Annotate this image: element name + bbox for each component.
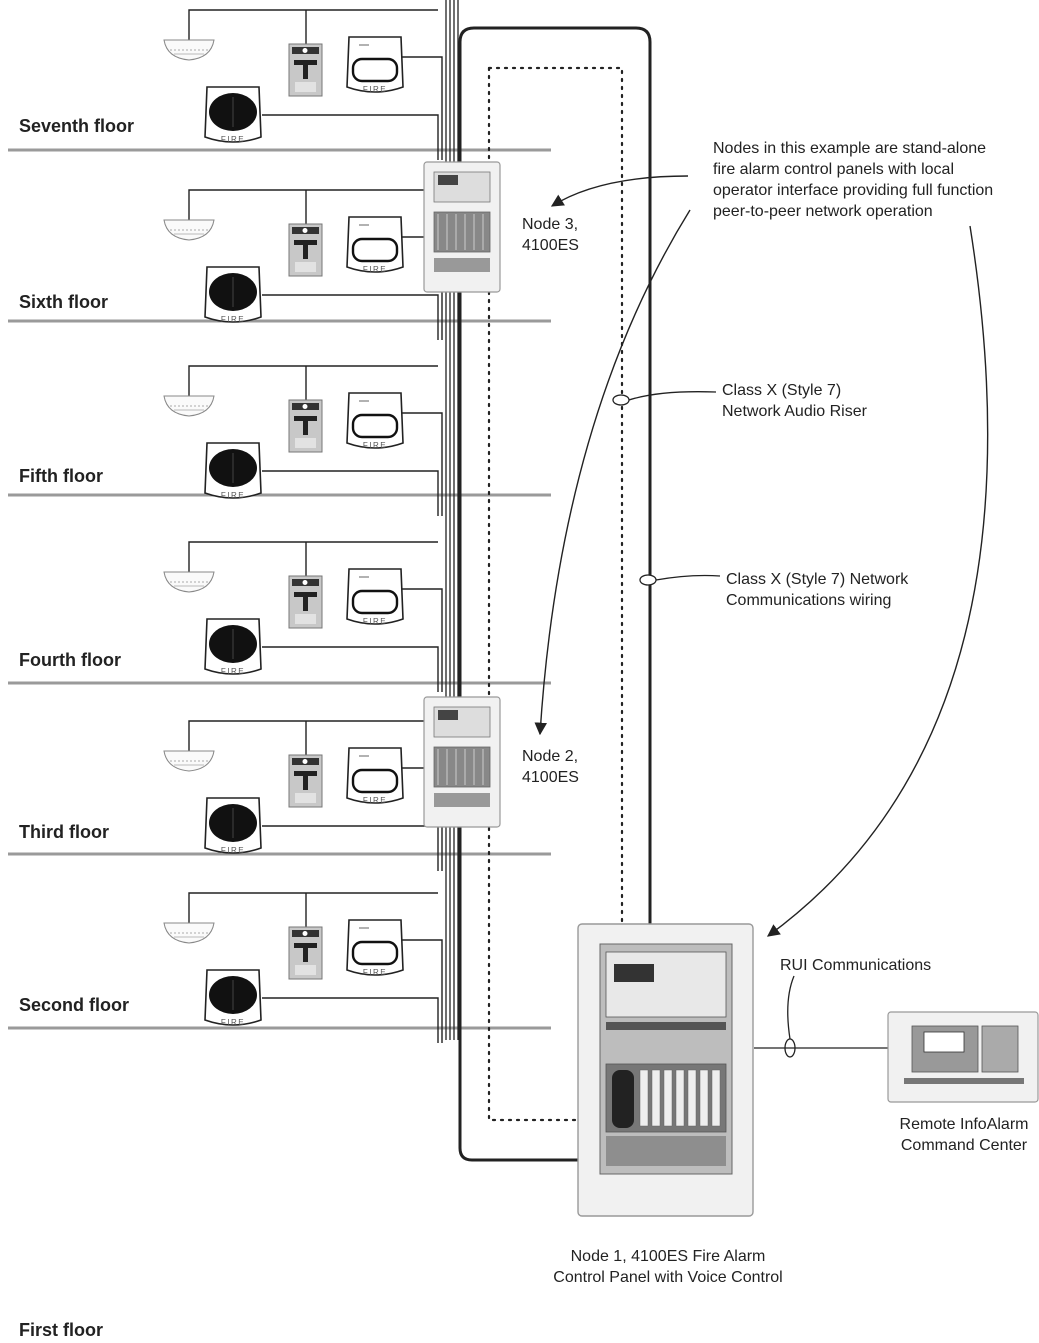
comm-loop: [458, 26, 652, 930]
smoke-detector: [163, 922, 215, 944]
strobe-light: FIRE: [204, 442, 262, 500]
fire-label: FIRE: [221, 1018, 245, 1027]
strobe-light: FIRE: [204, 969, 262, 1027]
pull-station: [288, 754, 323, 808]
floor-wiring: [188, 892, 443, 1043]
fire-label: FIRE: [221, 315, 245, 324]
audio-riser-marker: [612, 394, 630, 406]
fire-label: FIRE: [221, 667, 245, 676]
control-panels: [423, 161, 1039, 1217]
node1-label: Node 1, 4100ES Fire Alarm Control Panel …: [518, 1246, 818, 1288]
fire-label: FIRE: [363, 617, 387, 626]
floor-label-fifth: Fifth floor: [19, 466, 103, 486]
speaker-strobe: FIRE: [346, 392, 404, 450]
callout-arrows: [534, 175, 989, 1040]
speaker-strobe: FIRE: [346, 568, 404, 626]
fire-label: FIRE: [221, 135, 245, 144]
pull-station: [288, 399, 323, 453]
pull-station: [288, 43, 323, 97]
fire-label: FIRE: [221, 846, 245, 855]
node3-label-line1: Node 3,: [522, 216, 579, 233]
floor-label-third: Third floor: [19, 822, 109, 842]
speaker-strobe: FIRE: [346, 747, 404, 805]
node3-label: Node 3, 4100ES: [522, 214, 579, 256]
nodes-note-line4: peer-to-peer network operation: [713, 203, 933, 220]
nodes-note-line2: fire alarm control panels with local: [713, 161, 954, 178]
node1-label-line2: Control Panel with Voice Control: [553, 1269, 783, 1286]
node2-label-line2: 4100ES: [522, 769, 579, 786]
comm-wiring-marker: [639, 574, 657, 586]
node1-panel: [577, 923, 754, 1217]
fire-label: FIRE: [363, 796, 387, 805]
comm-wiring-label: Class X (Style 7) Network Communications…: [726, 569, 908, 611]
rui-leader: [787, 975, 795, 1040]
node1-label-line1: Node 1, 4100ES Fire Alarm: [570, 1248, 766, 1265]
audio-riser-label: Class X (Style 7) Network Audio Riser: [722, 380, 867, 422]
arrow-to-node3: [550, 175, 689, 207]
pull-station: [288, 926, 323, 980]
comm-wiring-leader: [655, 574, 721, 581]
rui-label: RUI Communications: [780, 957, 932, 974]
remote-label-line1: Remote InfoAlarm: [899, 1116, 1029, 1133]
floor-label-fourth: Fourth floor: [19, 650, 121, 670]
floor-label-second: Second floor: [19, 995, 130, 1015]
audio-riser: [487, 66, 624, 932]
speaker-strobe: FIRE: [346, 216, 404, 274]
pull-station: [288, 223, 323, 277]
fire-label: FIRE: [221, 491, 245, 500]
comm-loop-left: [458, 42, 580, 1162]
audio-riser-left: [487, 66, 582, 1122]
strobe-light: FIRE: [204, 266, 262, 324]
audio-riser-line1: Class X (Style 7): [722, 382, 842, 399]
arrow-to-node1: [766, 225, 989, 937]
smoke-detector: [163, 219, 215, 241]
floor-wiring: [188, 9, 443, 160]
fire-label: FIRE: [363, 968, 387, 977]
fire-label: FIRE: [363, 441, 387, 450]
nodes-note-line3: operator interface providing full functi…: [713, 182, 994, 199]
floor-devices: FIRE FIRE FIRE FIRE FIRE FIRE FIRE FIRE FIRE FIRE…: [163, 36, 404, 1027]
speaker-strobe: FIRE: [346, 919, 404, 977]
node2-label-line1: Node 2,: [522, 748, 579, 765]
speaker-strobe: FIRE: [346, 36, 404, 94]
node2-label: Node 2, 4100ES: [522, 746, 579, 788]
smoke-detector: [163, 571, 215, 593]
node3-panel: [423, 161, 501, 293]
smoke-detector: [163, 750, 215, 772]
floor-wiring: [188, 365, 443, 516]
strobe-light: FIRE: [204, 86, 262, 144]
remote-command-center: [887, 1011, 1039, 1103]
floor-label-seventh: Seventh floor: [19, 116, 135, 136]
audio-riser-leader: [628, 391, 717, 401]
audio-riser-line2: Network Audio Riser: [722, 403, 867, 420]
nodes-note-line1: Nodes in this example are stand-alone: [713, 140, 987, 157]
node2-panel: [423, 696, 501, 828]
nodes-note: Nodes in this example are stand-alone fi…: [713, 138, 993, 222]
strobe-light: FIRE: [204, 618, 262, 676]
fire-label: FIRE: [363, 85, 387, 94]
remote-label-line2: Command Center: [900, 1137, 1028, 1154]
fire-label: FIRE: [363, 265, 387, 274]
floor-label-first: First floor: [19, 1320, 103, 1340]
remote-label: Remote InfoAlarm Command Center: [884, 1114, 1039, 1156]
floor-label-sixth: Sixth floor: [19, 292, 108, 312]
pull-station: [288, 575, 323, 629]
smoke-detector: [163, 395, 215, 417]
smoke-detector: [163, 39, 215, 61]
node3-label-line2: 4100ES: [522, 237, 579, 254]
comm-wiring-line1: Class X (Style 7) Network: [726, 571, 909, 588]
comm-wiring-line2: Communications wiring: [726, 592, 892, 609]
floor-wiring: [188, 541, 443, 692]
arrow-to-node2: [534, 209, 691, 736]
strobe-light: FIRE: [204, 797, 262, 855]
